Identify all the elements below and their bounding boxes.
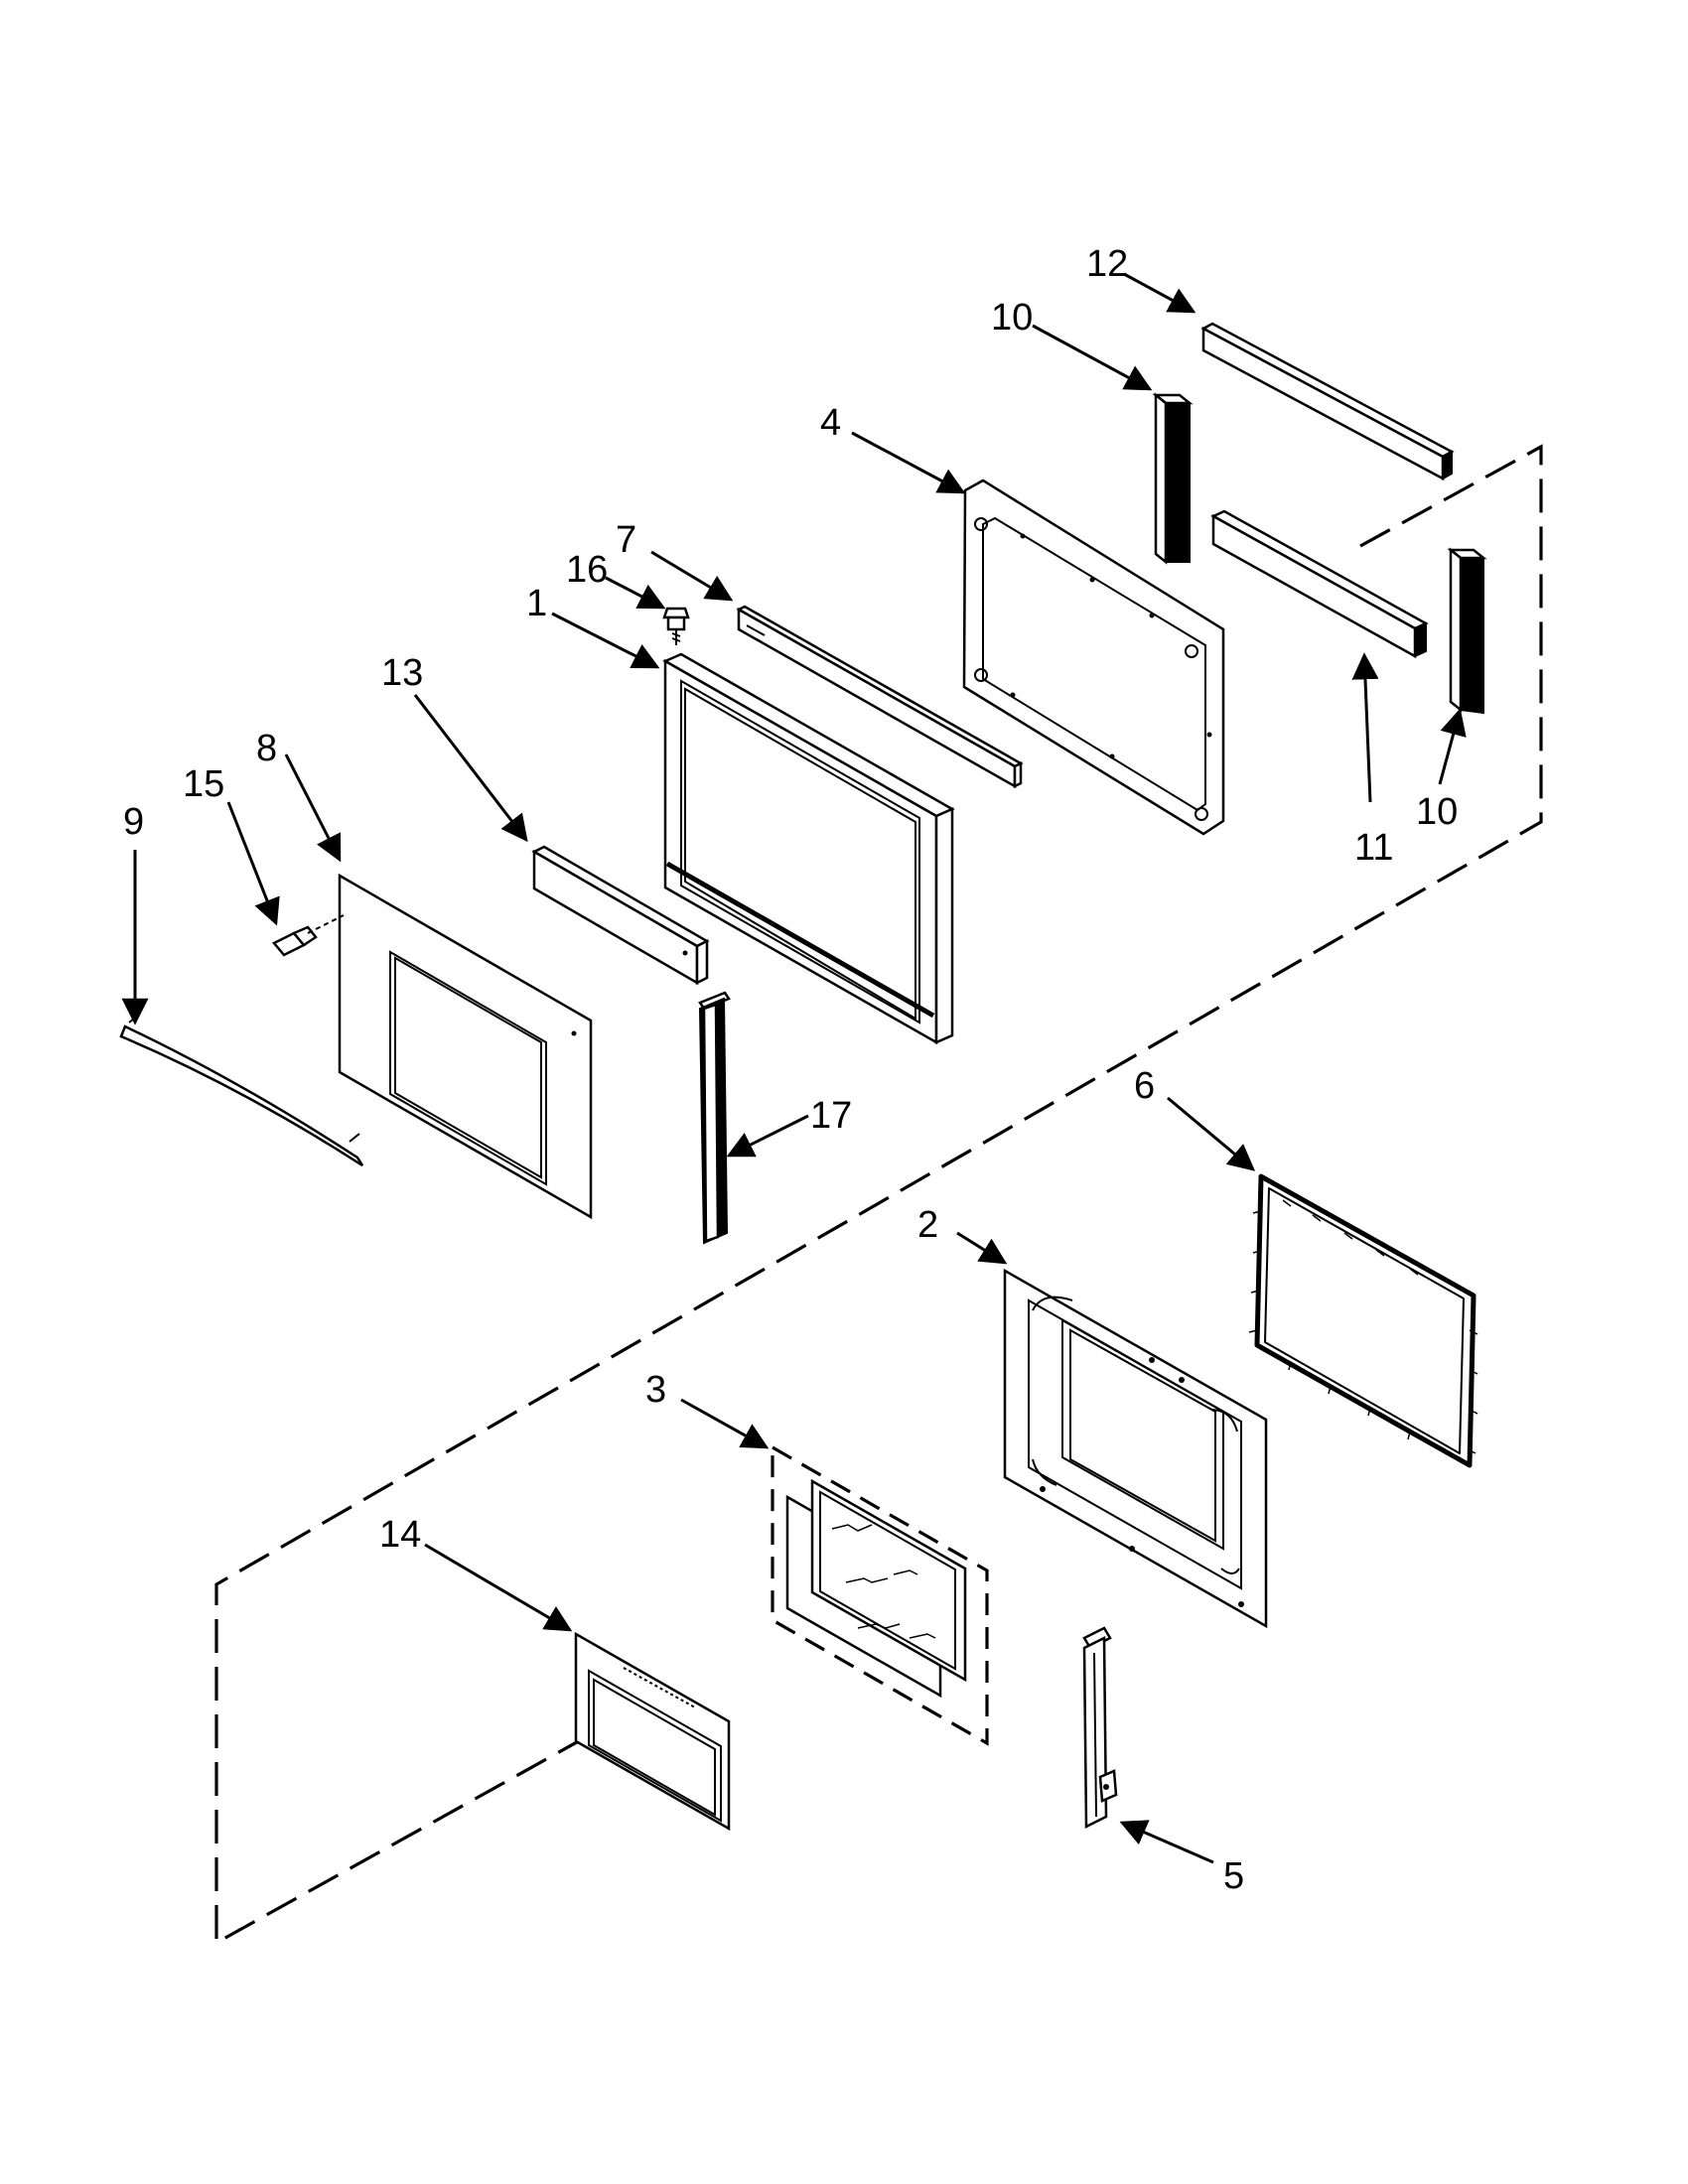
part-11-insulation-strip [1210,509,1429,659]
part-2-inner-door-liner [1003,1268,1268,1629]
part-17-side-trim [698,991,731,1245]
callout-14: 14 [379,1514,421,1556]
callout-6: 6 [1134,1065,1155,1107]
callout-1: 1 [526,583,547,624]
part-10-insulation-block-upper [1152,392,1194,565]
part-4-inner-door-panel [962,478,1225,836]
assembly-boundary-dashed [214,444,1543,1946]
part-6-door-gasket [1248,1173,1478,1468]
part-1-door-frame [662,652,955,1045]
callout-12: 12 [1086,243,1128,285]
callout-17: 17 [810,1095,852,1137]
callout-3: 3 [645,1369,666,1411]
part-7-top-bracket [736,605,1024,789]
callout-7: 7 [616,519,636,561]
callout-5: 5 [1223,1855,1244,1897]
callout-13: 13 [381,652,423,694]
callout-10-lower: 10 [1416,791,1458,833]
callout-2: 2 [917,1204,938,1246]
part-3-glass-pack [771,1444,989,1746]
part-5-hinge [1082,1626,1118,1830]
callout-4: 4 [820,402,841,444]
part-15-screw [272,914,345,957]
callout-15: 15 [183,763,224,805]
leader-lines [121,272,1467,1864]
callout-8: 8 [256,728,277,769]
part-16-screw [662,607,690,645]
callout-9: 9 [123,801,144,843]
part-14-inner-glass-frame [574,1631,731,1832]
callout-11: 11 [1354,827,1393,869]
callout-labels: 12 10 4 7 16 1 13 8 15 9 11 10 17 6 2 3 … [123,243,1458,1897]
callout-16: 16 [566,549,608,591]
part-13-bracket-strip [531,845,710,986]
part-12-insulation-strip [1200,322,1455,481]
callout-10-upper: 10 [991,297,1033,339]
part-9-door-handle [119,1014,364,1167]
part-10-insulation-block-lower [1447,547,1487,715]
part-8-outer-door-panel [338,873,593,1220]
